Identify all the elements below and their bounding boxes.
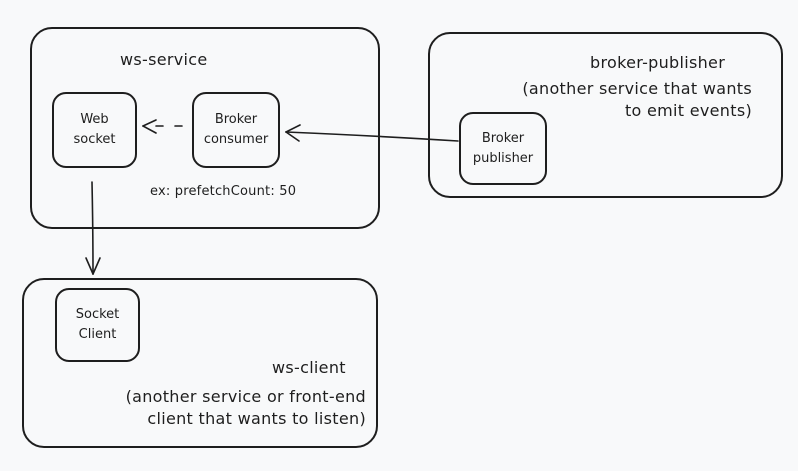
socket-client-node: Socket Client <box>55 288 140 362</box>
broker-publisher-node: Broker publisher <box>459 112 547 185</box>
broker-publisher-description: (another service that wants to emit even… <box>522 79 752 120</box>
broker-consumer-label: Broker consumer <box>203 112 269 147</box>
prefetch-note: ex: prefetchCount: 50 <box>150 184 297 199</box>
ws-service-container <box>30 27 380 229</box>
broker-consumer-node: Broker consumer <box>192 92 280 168</box>
ws-client-description: (another service or front-end client tha… <box>125 387 366 428</box>
web-socket-node: Web socket <box>52 92 137 168</box>
ws-client-title: ws-client <box>272 358 346 377</box>
broker-publisher-container <box>428 32 783 198</box>
broker-publisher-title: broker-publisher <box>590 53 726 72</box>
broker-publisher-label: Broker publisher <box>472 130 534 166</box>
web-socket-label: Web socket <box>73 112 116 147</box>
ws-client-container <box>22 278 378 448</box>
socket-client-label: Socket Client <box>75 307 120 342</box>
ws-service-title: ws-service <box>120 50 208 69</box>
